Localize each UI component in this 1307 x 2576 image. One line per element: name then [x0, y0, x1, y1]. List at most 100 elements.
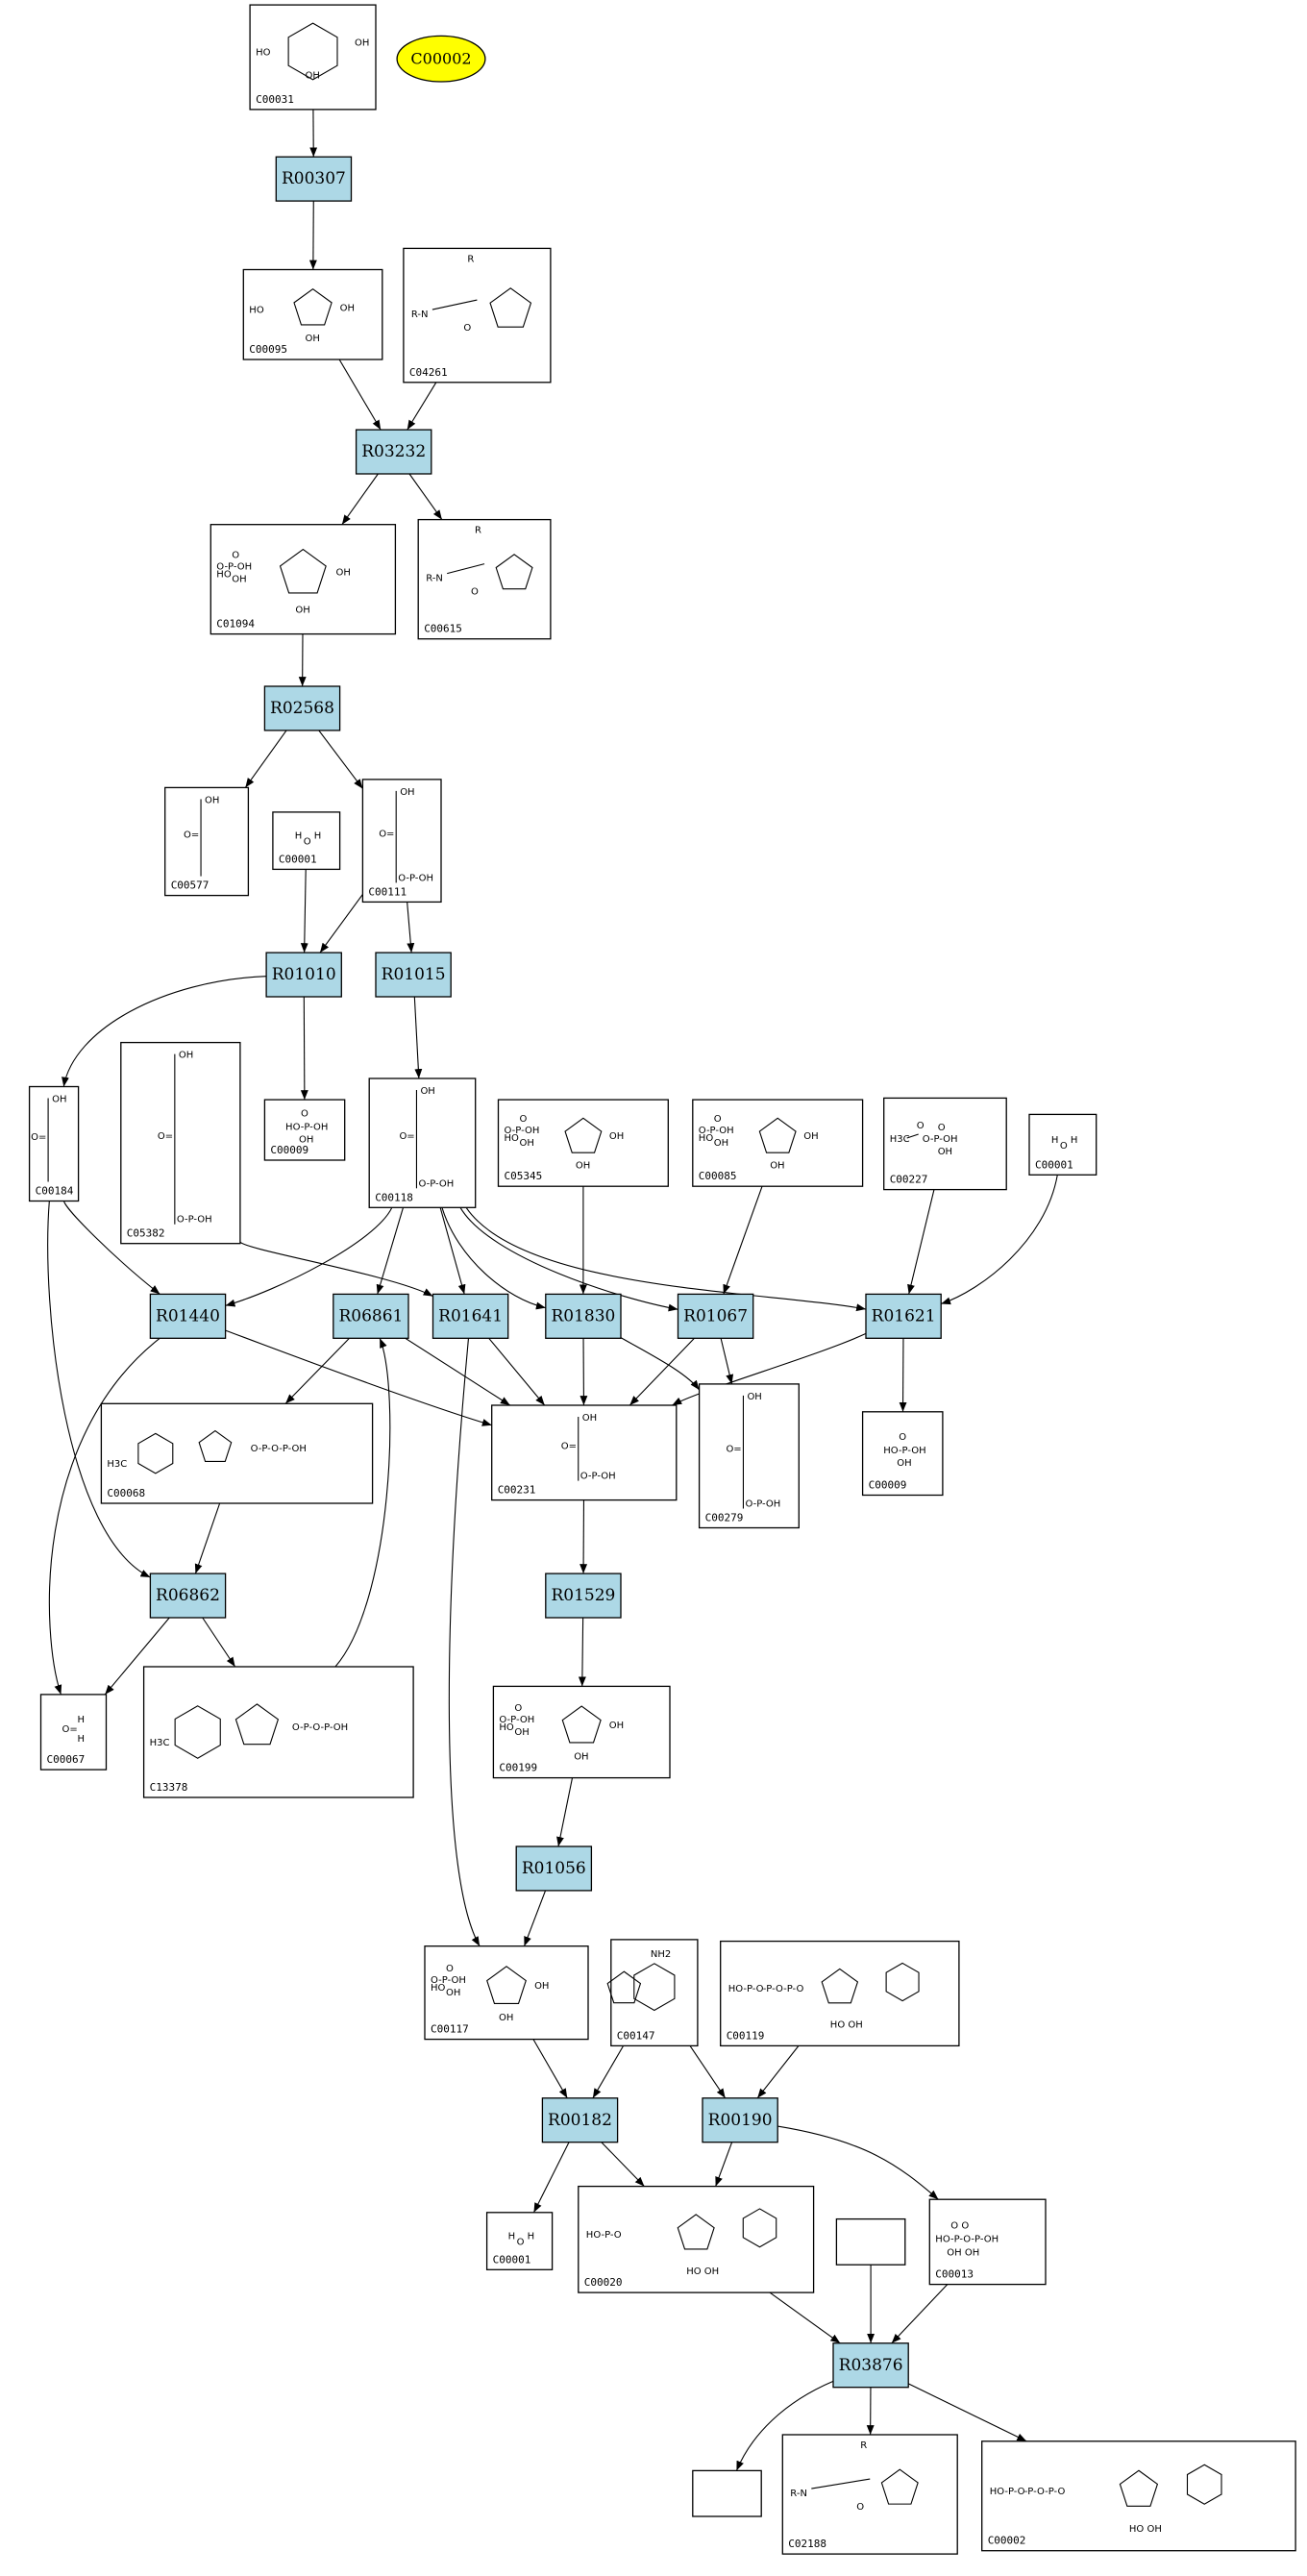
reaction-box [545, 1573, 622, 1619]
edge-r01440-to-c00067 [48, 1337, 160, 1696]
reaction-r01440[interactable]: R01440 [149, 1293, 227, 1339]
reaction-r06862[interactable]: R06862 [149, 1573, 227, 1619]
svg-text:O-P-OH: O-P-OH [923, 1134, 958, 1145]
reaction-r00182[interactable]: R00182 [541, 2097, 619, 2143]
svg-text:O-P-O-P-OH: O-P-O-P-OH [292, 1722, 348, 1733]
reaction-r01529[interactable]: R01529 [545, 1573, 622, 1619]
compound-box [1028, 1113, 1097, 1176]
svg-text:H: H [314, 831, 322, 842]
glyceraldehyde-3-phosphate-structure: OHO=O-P-OH [399, 1086, 454, 1189]
compound-box [981, 2440, 1296, 2552]
reaction-label: R01641 [438, 1306, 503, 1325]
compound-label: C00231 [498, 1484, 536, 1497]
nodes: HOOHOHC00031HOOHOHC00095R-NROC04261HOOHO… [28, 4, 1296, 2555]
compound-c00184[interactable]: OHO=C00184 [28, 1085, 80, 1202]
start-node[interactable]: C00002 [396, 35, 486, 83]
compound-c00577[interactable]: OHO=C00577 [164, 786, 250, 897]
svg-text:O=: O= [379, 830, 394, 840]
svg-text:R-N: R-N [790, 2489, 807, 2499]
edge-c00118-to-r01440 [225, 1207, 393, 1307]
compound-blank1[interactable] [835, 2217, 906, 2266]
compound-box [610, 1939, 699, 2047]
reaction-label: R00307 [282, 169, 346, 188]
edge-c00118-to-r01067 [459, 1207, 678, 1312]
svg-text:O=: O= [561, 1441, 577, 1451]
reaction-r01056[interactable]: R01056 [515, 1845, 593, 1892]
compound-box [781, 2434, 958, 2555]
reaction-r01010[interactable]: R01010 [265, 952, 342, 998]
reaction-r01830[interactable]: R01830 [545, 1293, 622, 1339]
compound-box [272, 811, 341, 871]
compound-box [497, 1099, 669, 1187]
compound-box [249, 4, 377, 111]
reaction-r01067[interactable]: R01067 [677, 1293, 754, 1339]
reaction-r01015[interactable]: R01015 [375, 952, 452, 998]
reaction-r03876[interactable]: R03876 [832, 2342, 909, 2389]
compound-box [720, 1940, 960, 2047]
svg-text:H: H [1051, 1135, 1059, 1146]
edge-c00020-to-r03876 [769, 2291, 841, 2344]
reaction-r02568[interactable]: R02568 [263, 685, 341, 731]
compound-label: C00001 [493, 2253, 531, 2266]
svg-text:HO: HO [249, 305, 264, 315]
compound-blank2[interactable] [692, 2469, 762, 2517]
edge-c00118-to-r01830 [441, 1207, 546, 1310]
svg-text:O: O [520, 1114, 528, 1125]
reaction-r01621[interactable]: R01621 [865, 1293, 942, 1339]
compound-box [835, 2217, 906, 2266]
compound-box [491, 1404, 678, 1501]
reaction-box [149, 1573, 227, 1619]
reaction-r00307[interactable]: R00307 [275, 156, 353, 202]
svg-text:HO: HO [499, 1722, 514, 1733]
compound-label: C00068 [107, 1487, 145, 1499]
edge-r03876-to-c00002 [907, 2383, 1027, 2442]
water-structure: HOH [1051, 1135, 1078, 1152]
edge-c00095-to-r03232 [338, 359, 382, 431]
svg-text:HO-P-OH: HO-P-OH [883, 1446, 925, 1456]
reaction-r00190[interactable]: R00190 [702, 2097, 778, 2143]
protein-lysine-structure: R-NRO [790, 2440, 919, 2513]
svg-text:OH: OH [714, 1138, 728, 1149]
svg-text:OH: OH [803, 1131, 818, 1142]
edge-c00068-to-r06862 [194, 1502, 221, 1574]
reaction-r03232[interactable]: R03232 [355, 429, 432, 475]
reaction-r06861[interactable]: R06861 [333, 1293, 409, 1339]
svg-text:HO: HO [505, 1133, 520, 1144]
compound-label: C00279 [705, 1512, 744, 1524]
svg-text:OH: OH [306, 334, 320, 344]
reaction-r01641[interactable]: R01641 [432, 1293, 509, 1339]
